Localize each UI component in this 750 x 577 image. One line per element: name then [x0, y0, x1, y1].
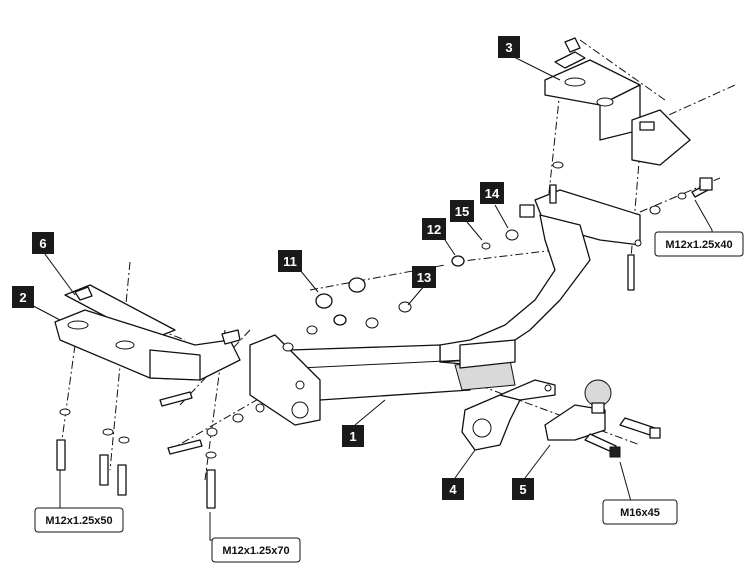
svg-text:3: 3 [505, 40, 512, 55]
callout-6: 6 [32, 232, 54, 254]
spec-label-m12x50: M12x1.25x50 [34, 507, 124, 533]
svg-text:13: 13 [417, 270, 431, 285]
svg-text:15: 15 [455, 204, 469, 219]
svg-text:4: 4 [449, 482, 457, 497]
spec-label-m12x70: M12x1.25x70 [211, 537, 301, 563]
svg-text:12: 12 [427, 222, 441, 237]
svg-text:M12x1.25x40: M12x1.25x40 [665, 239, 732, 251]
svg-text:1: 1 [349, 429, 356, 444]
callout-4: 4 [442, 478, 464, 500]
right-mounting-bracket [544, 37, 691, 166]
svg-text:14: 14 [485, 186, 500, 201]
left-mounting-bracket [54, 284, 241, 381]
callout-1: 1 [342, 425, 364, 447]
svg-text:11: 11 [283, 254, 297, 269]
callout-13: 13 [412, 266, 436, 288]
svg-text:2: 2 [19, 290, 26, 305]
fasteners [56, 161, 713, 509]
socket-bracket [461, 379, 556, 451]
tow-ball [544, 379, 612, 441]
callout-15: 15 [450, 200, 474, 222]
spec-label-m12x40: M12x1.25x40 [654, 231, 744, 257]
callout-5: 5 [512, 478, 534, 500]
callout-14: 14 [480, 182, 504, 204]
svg-text:M16x45: M16x45 [620, 507, 660, 519]
callout-12: 12 [422, 218, 446, 240]
svg-text:M12x1.25x50: M12x1.25x50 [45, 515, 112, 527]
main-crossbar [249, 189, 642, 426]
svg-text:M12x1.25x70: M12x1.25x70 [222, 545, 289, 557]
spec-label-m16x45: M16x45 [602, 499, 678, 525]
callout-2: 2 [12, 286, 34, 308]
callout-3: 3 [498, 36, 520, 58]
svg-text:5: 5 [519, 482, 526, 497]
callout-11: 11 [278, 250, 302, 272]
svg-text:6: 6 [39, 236, 46, 251]
